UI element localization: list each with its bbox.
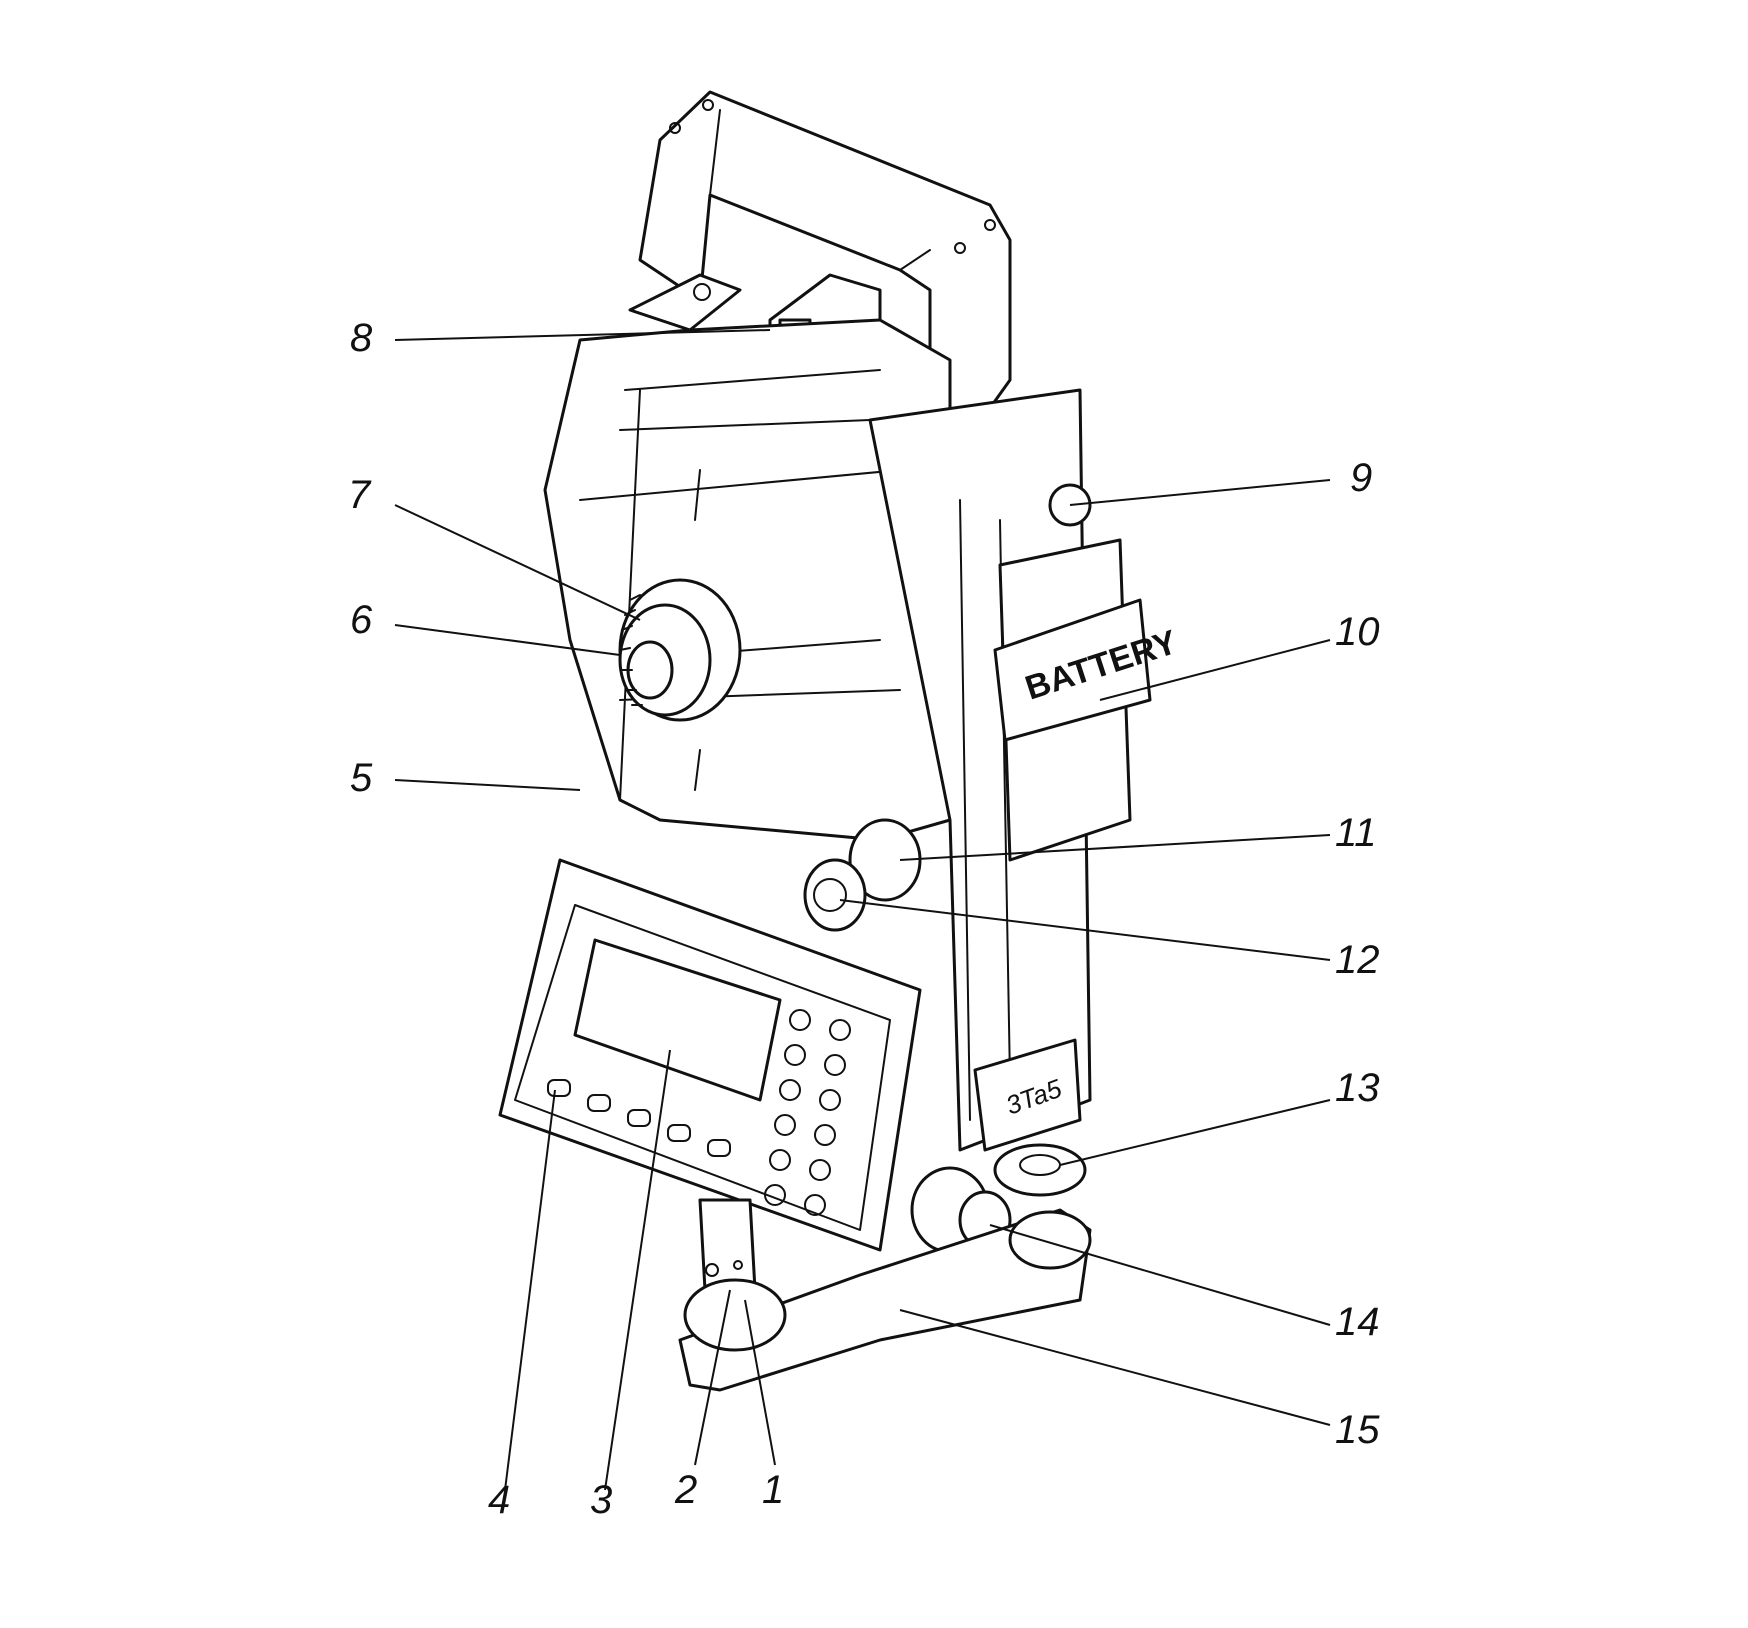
leader-5 [394, 779, 581, 791]
callout-6: 6 [350, 598, 373, 642]
callout-13: 13 [1335, 1066, 1380, 1110]
leader-12 [839, 899, 1331, 961]
leader-3 [604, 1049, 671, 1491]
leader-1 [744, 1299, 776, 1466]
callout-8: 8 [350, 316, 373, 360]
leader-4 [504, 1089, 556, 1491]
callout-10: 10 [1335, 610, 1380, 654]
leader-8 [394, 329, 771, 341]
callout-14: 14 [1335, 1300, 1380, 1344]
eyepiece-assembly [618, 578, 742, 722]
leader-lines [394, 329, 1331, 1491]
battery-pack: BATTERY [993, 483, 1182, 862]
leader-6 [394, 624, 621, 656]
callout-1: 1 [762, 1468, 785, 1512]
tribrach [678, 1208, 1092, 1392]
leader-13 [1059, 1099, 1331, 1166]
leader-9 [1069, 479, 1331, 506]
telescope-housing [543, 318, 952, 842]
display-screen [573, 938, 782, 1102]
soft-keys [547, 1079, 731, 1157]
leader-2 [694, 1289, 731, 1466]
callout-12: 12 [1335, 938, 1380, 982]
callout-3: 3 [590, 1478, 613, 1522]
callout-5: 5 [350, 756, 373, 800]
leader-15 [899, 1309, 1331, 1426]
callout-7: 7 [348, 473, 371, 517]
tangent-screws [803, 818, 922, 932]
callout-4: 4 [488, 1478, 511, 1522]
keypad [764, 1009, 851, 1216]
callout-9: 9 [1350, 456, 1373, 500]
leader-10 [1099, 639, 1331, 701]
callout-11: 11 [1335, 811, 1377, 855]
callout-15: 15 [1335, 1408, 1380, 1452]
control-panel [498, 858, 922, 1252]
circular-level [993, 1143, 1087, 1197]
callout-2: 2 [675, 1468, 698, 1512]
leader-7 [394, 504, 641, 621]
leader-14 [989, 1224, 1331, 1326]
optical-plummet [698, 1198, 757, 1292]
model-plate: 3Ta5 [973, 1038, 1082, 1152]
leader-11 [899, 834, 1331, 861]
